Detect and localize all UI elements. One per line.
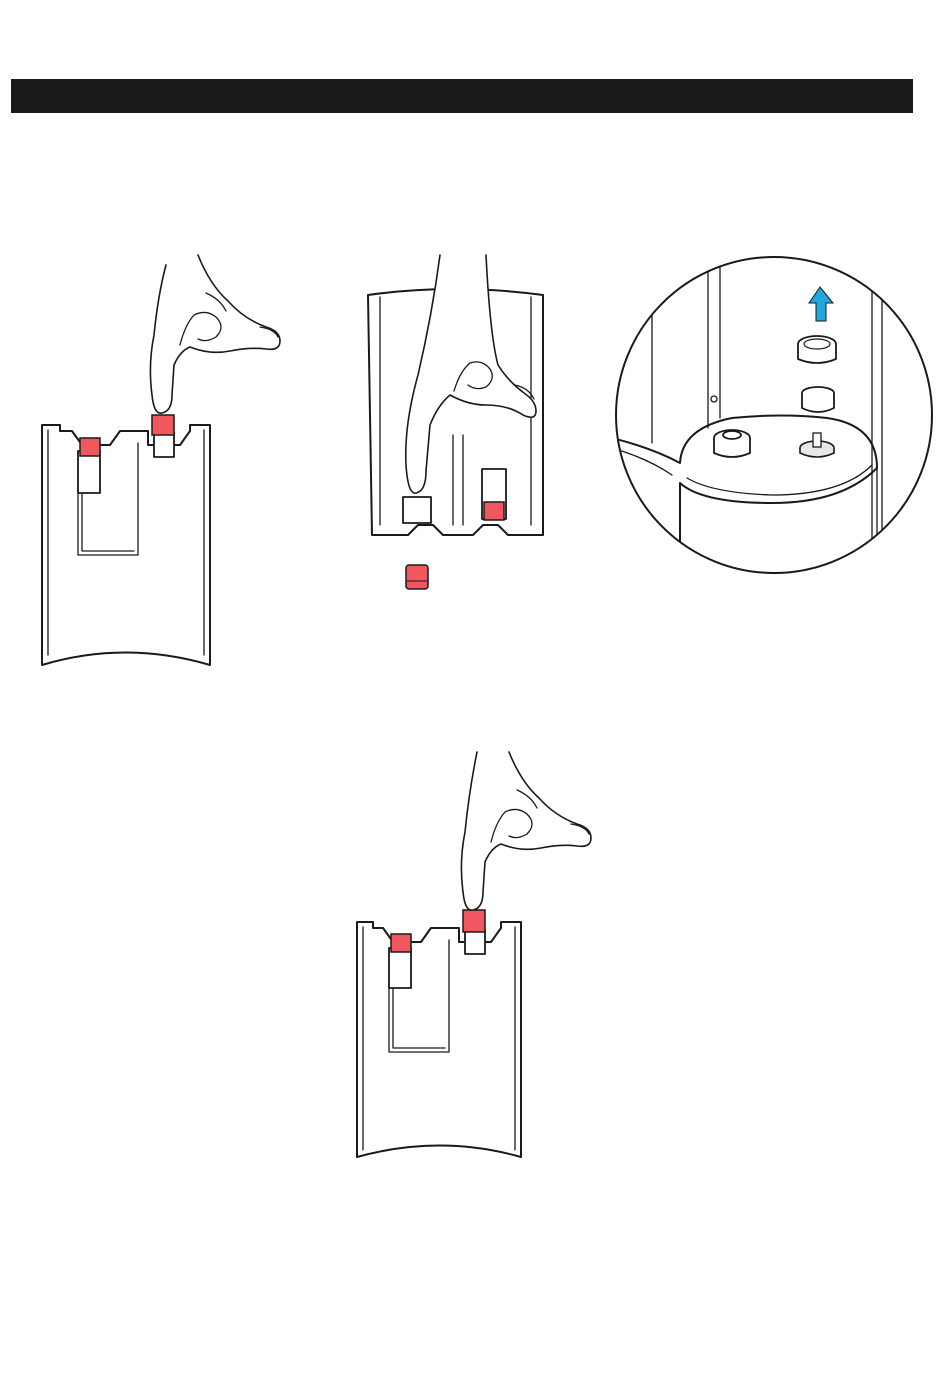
hand-icon xyxy=(150,255,280,413)
illustration-remove-cap xyxy=(358,255,568,595)
right-valve xyxy=(463,910,485,954)
illustration-press-valve-2 xyxy=(345,752,605,1167)
hand-icon xyxy=(406,255,536,493)
valve-stem-left xyxy=(714,430,750,457)
right-valve-red xyxy=(484,502,504,520)
cap-ring-top xyxy=(798,336,836,363)
cap-inner-disc xyxy=(802,387,834,412)
left-valve xyxy=(78,438,100,493)
right-valve-red xyxy=(152,415,174,435)
drip-tray-body xyxy=(357,922,521,1157)
section-header-bar xyxy=(11,79,913,113)
right-valve xyxy=(152,415,174,457)
left-valve-empty xyxy=(403,497,431,523)
left-valve xyxy=(389,934,411,988)
removed-cap xyxy=(406,565,428,589)
illustration-press-valve-1 xyxy=(30,255,290,675)
drip-tray-body xyxy=(42,425,210,665)
right-valve-with-red xyxy=(482,469,506,520)
left-valve-red xyxy=(80,438,100,456)
right-valve-red xyxy=(463,910,485,932)
left-valve-red xyxy=(391,934,411,952)
hand-icon xyxy=(461,752,591,910)
illustration-cap-detail xyxy=(612,253,937,578)
